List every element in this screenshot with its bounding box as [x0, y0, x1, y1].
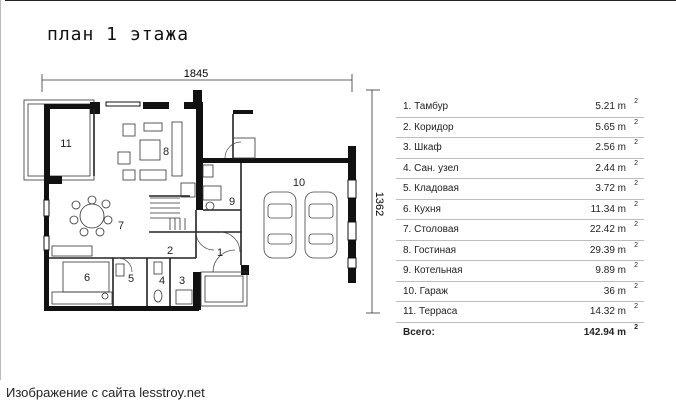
room-area: 9.89 m [595, 265, 626, 276]
outer-walls [44, 90, 356, 311]
room-name: 11. Терраса [403, 306, 458, 317]
area-unit-sup: 2 [634, 241, 638, 249]
area-unit-sup: 2 [634, 303, 638, 310]
table-row: 9. Котельная 9.89 m 2 [396, 261, 644, 282]
area-unit-sup: 2 [634, 139, 638, 146]
table-row: 6. Кухня 11.34 m 2 [396, 200, 644, 220]
room-3-label: 3 [179, 275, 185, 287]
height-dimension-label: 1362 [373, 192, 385, 216]
room-1-label: 1 [217, 247, 223, 259]
table-row: 3. Шкаф 2.56 m 2 [396, 138, 644, 159]
area-unit-sup: 2 [634, 118, 638, 126]
dining-table [69, 195, 113, 237]
bathroom-fixtures [115, 261, 193, 305]
room-9-label: 9 [229, 196, 235, 208]
total-label: Всего: [403, 326, 435, 338]
room-8-label: 8 [163, 146, 169, 158]
room-name: 5. Кладовая [403, 183, 459, 194]
room-name: 1. Тамбур [403, 101, 449, 112]
room-5-label: 5 [128, 273, 134, 285]
table-row: 5. Кладовая 3.72 m 2 [396, 179, 644, 200]
room-name: 4. Сан. узел [403, 162, 459, 174]
room-name: 3. Шкаф [403, 142, 442, 153]
table-row: 10. Гараж 36 m 2 [396, 282, 644, 302]
area-unit-sup: 2 [634, 180, 638, 187]
room-name: 6. Кухня [403, 203, 441, 215]
area-unit-sup: 2 [634, 323, 638, 331]
entrance-porch [200, 137, 256, 307]
room-name: 7. Столовая [403, 224, 459, 235]
room-4-label: 4 [159, 275, 165, 287]
area-unit-sup: 2 [634, 200, 638, 208]
table-row: 1. Тамбур 5.21 m 2 [396, 97, 644, 118]
room-area: 5.21 m [595, 101, 626, 112]
table-total-row: Всего: 142.94 m 2 [396, 323, 644, 343]
interior-walls [49, 109, 242, 306]
room-7-label: 7 [118, 220, 124, 232]
room-11-label: 11 [60, 138, 71, 150]
room-name: 2. Коридор [403, 121, 454, 133]
garage-cars [263, 191, 338, 259]
left-border-line [0, 0, 1, 380]
room-area: 29.39 m [589, 244, 626, 256]
table-row: 8. Гостиная 29.39 m 2 [396, 241, 644, 261]
source-caption: Изображение с сайта lesstroy.net [6, 385, 205, 400]
area-unit-sup: 2 [634, 98, 638, 105]
top-border-line [5, 0, 676, 1]
width-dimension [41, 74, 353, 92]
room-area: 36 m [603, 285, 626, 297]
room-area: 14.32 m [589, 306, 626, 317]
room-area: 11.34 m [590, 203, 626, 215]
area-unit-sup: 2 [634, 221, 638, 228]
width-dimension-label: 1845 [184, 68, 208, 80]
room-name: 10. Гараж [403, 285, 448, 297]
area-table: 1. Тамбур 5.21 m 2 2. Коридор 5.65 m 2 3… [396, 97, 644, 342]
door-arcs [117, 141, 242, 273]
table-row: 2. Коридор 5.65 m 2 [396, 118, 644, 138]
table-row: 11. Терраса 14.32 m 2 [396, 302, 644, 323]
room-area: 2.56 m [595, 142, 626, 153]
room-area: 22.42 m [589, 224, 626, 235]
room-6-label: 6 [84, 272, 90, 284]
kitchen-counter [51, 245, 113, 305]
area-unit-sup: 2 [634, 262, 638, 269]
area-unit-sup: 2 [634, 159, 638, 167]
room-name: 9. Котельная [403, 265, 463, 276]
room-area: 5.65 m [595, 121, 626, 133]
room-name: 8. Гостиная [403, 244, 457, 256]
boiler-equipment [202, 164, 222, 211]
room-area: 3.72 m [595, 183, 626, 194]
table-row: 7. Столовая 22.42 m 2 [396, 220, 644, 241]
plan-title: план 1 этажа [47, 24, 190, 45]
living-room-furniture [117, 121, 196, 198]
table-row: 4. Сан. узел 2.44 m 2 [396, 159, 644, 179]
area-unit-sup: 2 [634, 282, 638, 290]
height-dimension [366, 89, 380, 314]
room-2-label: 2 [167, 245, 173, 257]
terrace-outline [23, 99, 95, 181]
window-marks [43, 101, 357, 269]
staircase [150, 197, 186, 230]
total-area: 142.94 m [583, 326, 626, 338]
room-area: 2.44 m [595, 162, 626, 174]
room-10-label: 10 [293, 177, 305, 189]
